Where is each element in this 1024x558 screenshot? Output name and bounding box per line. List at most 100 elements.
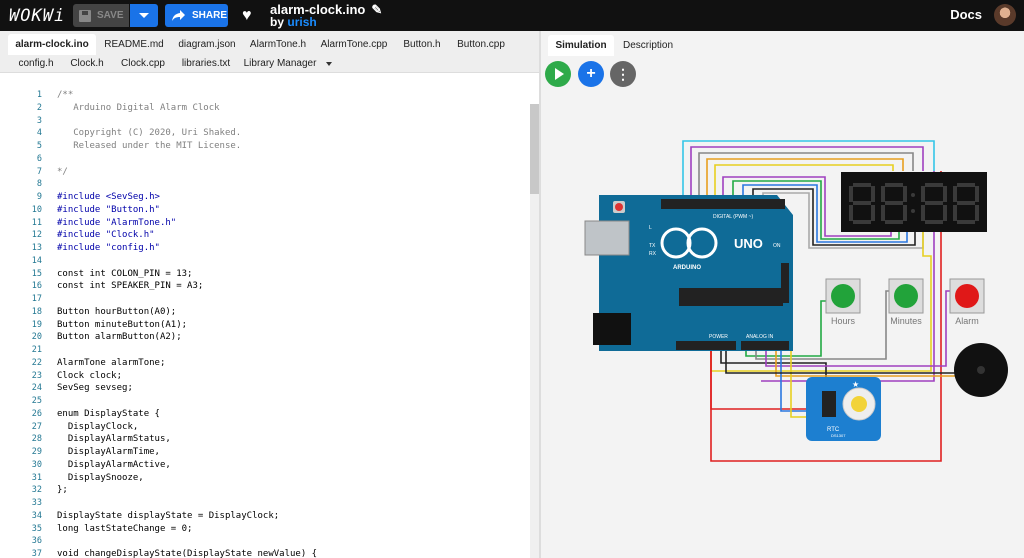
line-text[interactable]: AlarmTone alarmTone; <box>57 357 166 368</box>
tab-libraries-txt[interactable]: libraries.txt <box>181 58 231 69</box>
line-text[interactable]: /** <box>57 90 74 100</box>
code-line[interactable]: 36 <box>0 536 530 549</box>
code-line[interactable]: 33 <box>0 498 530 511</box>
play-button[interactable] <box>545 61 571 87</box>
author-link[interactable]: urish <box>287 14 317 29</box>
minutes-button[interactable] <box>894 284 918 308</box>
pane-divider[interactable] <box>539 31 541 558</box>
alarm-button[interactable] <box>955 284 979 308</box>
line-text[interactable]: Arduino Digital Alarm Clock <box>57 102 220 113</box>
code-line[interactable]: 27 DisplayClock, <box>0 422 530 435</box>
line-text[interactable]: #include "config.h" <box>57 243 160 253</box>
buzzer[interactable] <box>954 343 1008 397</box>
tab-simulation[interactable]: Simulation <box>548 35 614 56</box>
code-line[interactable]: 13#include "config.h" <box>0 243 530 256</box>
code-line[interactable]: 21 <box>0 345 530 358</box>
tab-clock-h[interactable]: Clock.h <box>70 58 104 69</box>
code-line[interactable]: 8 <box>0 179 530 192</box>
tab-button-cpp[interactable]: Button.cpp <box>457 39 505 50</box>
rtc-module[interactable]: ★ RTC DS1307 <box>806 377 881 441</box>
save-dropdown-button[interactable] <box>130 4 158 27</box>
line-text[interactable]: SevSeg sevseg; <box>57 383 133 394</box>
line-text[interactable]: DisplaySnooze, <box>57 472 144 483</box>
code-line[interactable]: 29 DisplayAlarmTime, <box>0 447 530 460</box>
arduino-uno-board[interactable]: UNO ARDUINO DIGITAL (PWM ~) ANALOG IN PO… <box>584 195 793 351</box>
line-text[interactable]: Copyright (C) 2020, Uri Shaked. <box>57 128 242 139</box>
add-part-button[interactable]: + <box>578 61 604 87</box>
code-line[interactable]: 1/** <box>0 90 530 103</box>
code-line[interactable]: 2 Arduino Digital Alarm Clock <box>0 103 530 116</box>
tab-library-manager[interactable]: Library Manager <box>243 58 317 69</box>
code-line[interactable]: 28 DisplayAlarmStatus, <box>0 434 530 447</box>
line-text[interactable]: void changeDisplayState(DisplayState new… <box>57 549 318 558</box>
line-text[interactable]: DisplayAlarmStatus, <box>57 434 171 445</box>
save-button[interactable]: SAVE <box>73 4 129 27</box>
avatar[interactable] <box>994 4 1016 26</box>
tab-alarm-clock-ino[interactable]: alarm-clock.ino <box>8 34 96 55</box>
tab-description[interactable]: Description <box>622 40 674 51</box>
tab-clock-cpp[interactable]: Clock.cpp <box>121 58 165 69</box>
line-text[interactable]: const int SPEAKER_PIN = A3; <box>57 281 204 292</box>
code-line[interactable]: 14 <box>0 256 530 269</box>
line-text[interactable]: DisplayClock, <box>57 421 139 432</box>
line-text[interactable]: */ <box>57 166 68 177</box>
line-text[interactable]: Button alarmButton(A2); <box>57 332 182 343</box>
circuit-canvas[interactable]: UNO ARDUINO DIGITAL (PWM ~) ANALOG IN PO… <box>541 91 1024 558</box>
code-line[interactable]: 17 <box>0 294 530 307</box>
alarm-button-part[interactable]: Alarm <box>949 278 985 326</box>
code-line[interactable]: 7*/ <box>0 167 530 180</box>
code-line[interactable]: 3 <box>0 116 530 129</box>
hours-button-part[interactable]: Hours <box>825 278 861 326</box>
line-text[interactable]: #include "Clock.h" <box>57 230 155 241</box>
more-options-button[interactable]: ⋮ <box>610 61 636 87</box>
tab-config-h[interactable]: config.h <box>18 58 54 69</box>
code-line[interactable]: 31 DisplaySnooze, <box>0 473 530 486</box>
code-line[interactable]: 12#include "Clock.h" <box>0 230 530 243</box>
pencil-icon[interactable]: ✎ <box>371 1 383 17</box>
wokwi-logo[interactable]: WOKWi <box>9 5 66 26</box>
tab-button-h[interactable]: Button.h <box>403 39 441 50</box>
code-line[interactable]: 9#include <SevSeg.h> <box>0 192 530 205</box>
minutes-button-part[interactable]: Minutes <box>888 278 924 326</box>
code-line[interactable]: 25 <box>0 396 530 409</box>
share-button[interactable]: SHARE <box>165 4 228 27</box>
tab-diagram-json[interactable]: diagram.json <box>178 39 236 50</box>
line-text[interactable]: DisplayAlarmTime, <box>57 447 160 457</box>
line-text[interactable]: }; <box>57 485 68 496</box>
line-text[interactable]: Button minuteButton(A1); <box>57 319 188 330</box>
tab-alarmtone-h[interactable]: AlarmTone.h <box>249 39 307 50</box>
line-text[interactable]: #include "AlarmTone.h" <box>57 217 177 228</box>
line-text[interactable]: const int COLON_PIN = 13; <box>57 268 193 279</box>
code-line[interactable]: 32}; <box>0 485 530 498</box>
code-line[interactable]: 11#include "AlarmTone.h" <box>0 218 530 231</box>
tabs-more-dropdown[interactable] <box>322 53 336 74</box>
editor-scrollbar[interactable] <box>530 104 539 558</box>
line-text[interactable]: DisplayState displayState = DisplayClock… <box>57 510 280 521</box>
line-text[interactable]: long lastStateChange = 0; <box>57 523 193 534</box>
hours-button[interactable] <box>831 284 855 308</box>
code-line[interactable]: 6 <box>0 154 530 167</box>
line-text[interactable]: #include <SevSeg.h> <box>57 192 160 202</box>
scrollbar-thumb[interactable] <box>530 104 539 194</box>
seven-segment-display[interactable] <box>841 172 987 232</box>
tab-alarmtone-cpp[interactable]: AlarmTone.cpp <box>320 39 388 50</box>
code-line[interactable]: 5 Released under the MIT License. <box>0 141 530 154</box>
code-line[interactable]: 30 DisplayAlarmActive, <box>0 460 530 473</box>
tab-readme[interactable]: README.md <box>104 39 164 50</box>
line-text[interactable]: Released under the MIT License. <box>57 141 242 151</box>
line-text[interactable]: #include "Button.h" <box>57 204 160 215</box>
docs-link[interactable]: Docs <box>950 7 982 22</box>
reset-button[interactable] <box>615 203 623 211</box>
